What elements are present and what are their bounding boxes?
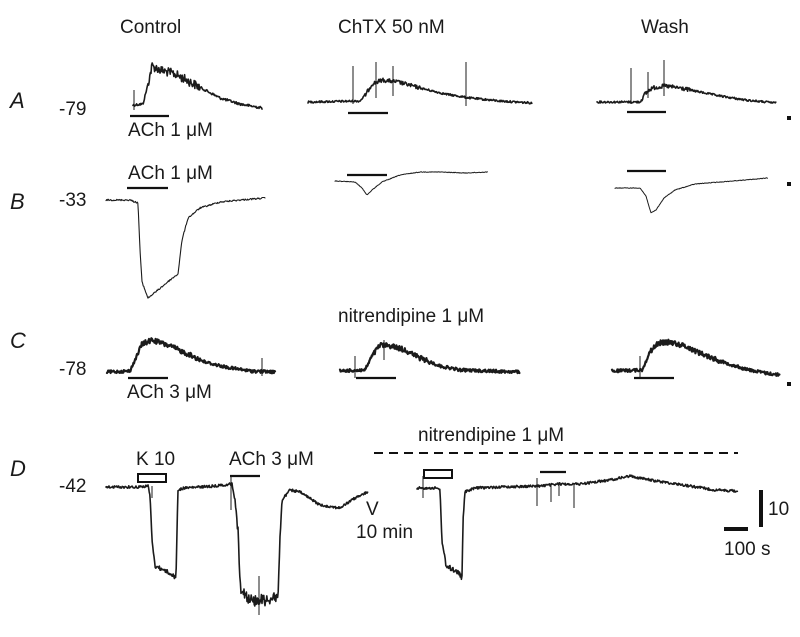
panelB-drug-label: ACh 1 μM bbox=[128, 163, 213, 184]
panelC-nitrendipine-trace bbox=[338, 342, 521, 375]
panelD-k10-box-2 bbox=[423, 469, 453, 479]
scale-dot-B bbox=[787, 182, 791, 186]
panelA-chtx-trace bbox=[307, 77, 533, 105]
panelD-trace-post bbox=[416, 474, 739, 581]
panelB-potential: -33 bbox=[59, 190, 87, 211]
panelC-control-trace bbox=[105, 337, 277, 375]
panelD-gap-label: 10 min bbox=[356, 522, 414, 543]
panelD-ach-label: ACh 3 μM bbox=[229, 449, 314, 470]
panelD-k10-box bbox=[137, 473, 167, 483]
column-header-wash: Wash bbox=[641, 17, 689, 38]
horizontal-scale-label: 100 s bbox=[724, 539, 771, 560]
panel-letter-C: C bbox=[10, 328, 26, 353]
column-header-chtx: ChTX 50 nM bbox=[338, 17, 445, 38]
panel-letter-D: D bbox=[10, 456, 26, 481]
panelC-drug-label: ACh 3 μM bbox=[127, 382, 212, 403]
panelD-treatment: nitrendipine 1 μM bbox=[418, 425, 565, 446]
panelA-potential: -79 bbox=[59, 99, 87, 120]
scale-dot-A bbox=[787, 116, 791, 120]
panelB-wash-trace bbox=[614, 177, 768, 214]
panelB-chtx-trace bbox=[334, 171, 488, 196]
panel-letter-B: B bbox=[10, 189, 25, 214]
scale-dot-C bbox=[787, 382, 791, 386]
panel-letter-A: A bbox=[10, 88, 25, 113]
panelA-drug-label: ACh 1 μM bbox=[128, 120, 213, 141]
panelD-k10-label: K 10 bbox=[136, 449, 176, 470]
panelC-wash-trace bbox=[610, 338, 781, 377]
panelB-control-trace bbox=[105, 196, 266, 299]
panelD-potential: -42 bbox=[59, 476, 87, 497]
panelC-potential: -78 bbox=[59, 359, 87, 380]
panelA-wash-trace bbox=[596, 83, 777, 104]
panelD-gap-symbol: V bbox=[366, 499, 379, 520]
panelA-control-trace bbox=[132, 62, 263, 110]
column-header-control: Control bbox=[120, 17, 182, 38]
vertical-scale-label: 10 bbox=[768, 499, 790, 520]
panelC-treatment: nitrendipine 1 μM bbox=[338, 306, 485, 327]
panelD-trace-pre bbox=[105, 482, 369, 607]
